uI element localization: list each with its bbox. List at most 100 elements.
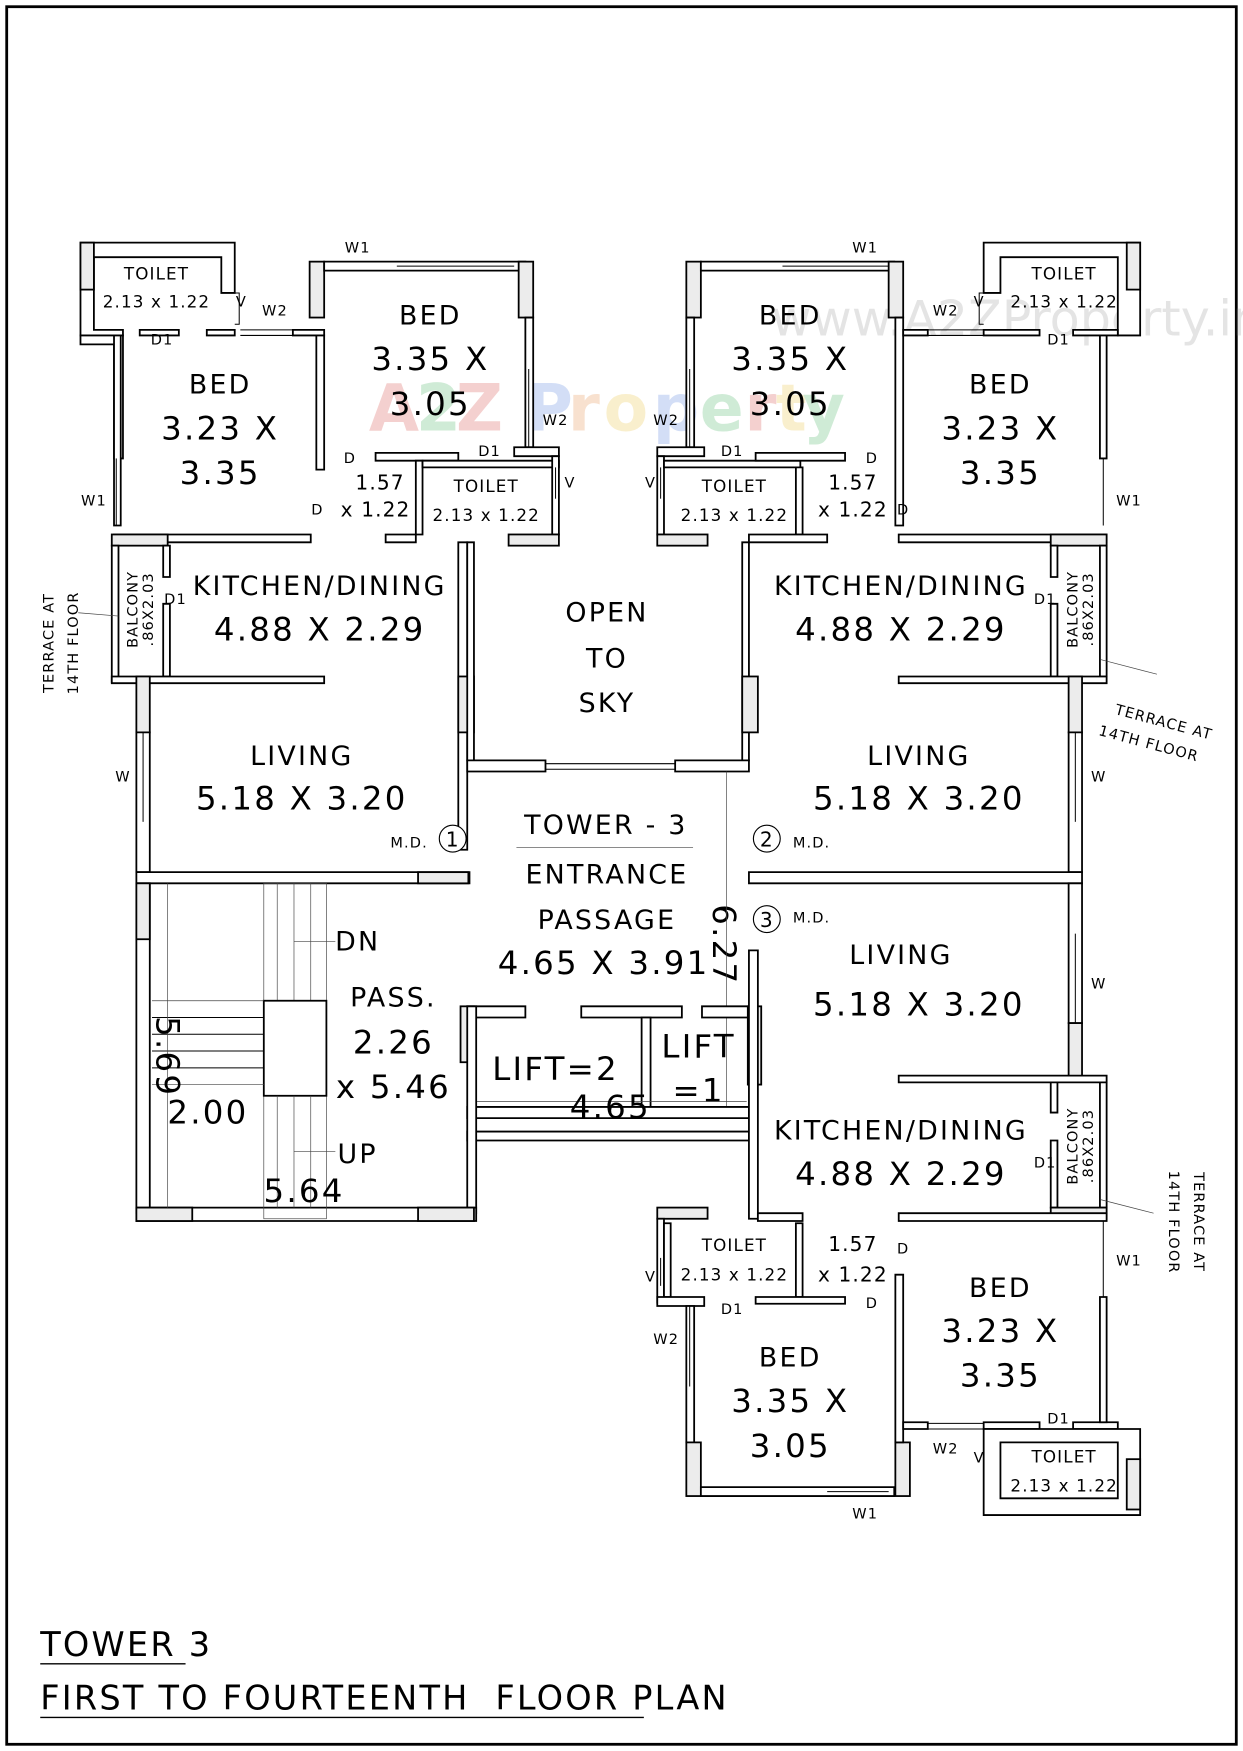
sheet-border xyxy=(5,5,1238,1746)
terrace-note: TERRACE AT xyxy=(1190,1171,1206,1272)
bedroom-label: BED xyxy=(399,300,462,331)
toilet-dims: 2.13 x 1.22 xyxy=(1010,1476,1117,1496)
wash-dims: x 1.22 xyxy=(818,498,888,522)
toilet-label: TOILET xyxy=(1031,1447,1097,1467)
entrance-label: ENTRANCE xyxy=(525,859,688,890)
svg-text:y: y xyxy=(803,371,845,446)
bedroom-label: BED xyxy=(759,300,822,331)
window-label: W2 xyxy=(262,303,288,319)
pass-label: PASS. xyxy=(350,982,437,1013)
window-label: W1 xyxy=(1116,493,1142,509)
main-door-label: M.D. xyxy=(390,836,427,852)
door-label: D1 xyxy=(1034,592,1057,608)
door-label: D1 xyxy=(721,444,744,460)
window-label: W2 xyxy=(653,1332,679,1348)
svg-text:t: t xyxy=(776,371,807,446)
wash-dims: 1.57 xyxy=(355,471,404,495)
tower-title: TOWER 3 xyxy=(39,1625,212,1664)
wash-dims: x 1.22 xyxy=(341,498,411,522)
balcony-dims: .86X2.03 xyxy=(1081,572,1097,646)
window-label: W1 xyxy=(852,241,878,257)
stair-dim: 2.00 xyxy=(167,1094,248,1132)
toilet-label: TOILET xyxy=(701,1235,767,1255)
door-label: D xyxy=(344,451,356,467)
bedroom-dims: 3.35 X xyxy=(371,340,489,378)
window-label: W1 xyxy=(1116,1254,1142,1270)
bedroom-dims: 3.23 X xyxy=(941,1312,1059,1350)
entrance-side-dim: 6.27 xyxy=(705,904,743,985)
open-to-sky-label: SKY xyxy=(579,688,636,719)
entrance-dims: 4.65 X 3.91 xyxy=(498,944,710,982)
open-to-sky-label: OPEN xyxy=(565,598,648,629)
tower-label: TOWER - 3 xyxy=(523,810,688,841)
balcony-label: BALCONY xyxy=(1066,1108,1082,1185)
bedroom-label: BED xyxy=(969,370,1032,401)
balcony-dims: .86X2.03 xyxy=(1081,1109,1097,1183)
bedroom-dims: 3.05 xyxy=(390,385,471,423)
bedroom-dims: 3.35 xyxy=(180,454,261,492)
ventilator-label: V xyxy=(645,1269,656,1285)
door-label: D xyxy=(866,451,878,467)
living-dims: 5.18 X 3.20 xyxy=(813,780,1025,818)
svg-text:o: o xyxy=(604,371,649,446)
lift-1-label: LIFT xyxy=(661,1028,735,1066)
terrace-note: 14TH FLOOR xyxy=(1165,1171,1181,1274)
svg-text:e: e xyxy=(700,371,744,446)
window-label: W1 xyxy=(345,241,371,257)
entrance-label: PASSAGE xyxy=(538,905,677,936)
main-door-label: M.D. xyxy=(793,910,830,926)
stair-down-label: DN xyxy=(335,926,380,957)
bedroom-dims: 3.35 X xyxy=(731,1382,849,1420)
core: OPEN TO SKY TOWER - 3 ENTRANCE PASSAGE 4… xyxy=(135,541,763,1222)
window-label: W2 xyxy=(653,413,679,429)
window-label: W2 xyxy=(933,303,959,319)
kitchen-dims: 4.88 X 2.29 xyxy=(795,611,1007,649)
bedroom-dims: 3.35 xyxy=(960,454,1041,492)
window-label: W1 xyxy=(81,493,107,509)
ventilator-label: V xyxy=(645,476,656,492)
living-label: LIVING xyxy=(849,940,952,971)
bedroom-dims: 3.23 X xyxy=(941,409,1059,447)
terrace-note: TERRACE AT xyxy=(42,593,58,694)
door-label: D1 xyxy=(1047,332,1070,348)
window-label: W xyxy=(1091,770,1106,786)
bedroom-dims: 3.35 X xyxy=(731,340,849,378)
door-label: D1 xyxy=(721,1302,744,1318)
lift-2-label: LIFT=2 xyxy=(492,1050,619,1088)
toilet-dims: 2.13 x 1.22 xyxy=(1010,291,1117,311)
bedroom-label: BED xyxy=(969,1273,1032,1304)
kitchen-dims: 4.88 X 2.29 xyxy=(795,1155,1007,1193)
bedroom-dims: 3.05 xyxy=(750,1427,831,1465)
stair-up-label: UP xyxy=(338,1139,378,1170)
living-label: LIVING xyxy=(867,741,970,772)
pass-dims: x 5.46 xyxy=(336,1068,451,1106)
kitchen-label: KITCHEN/DINING xyxy=(774,1115,1028,1146)
svg-text:r: r xyxy=(568,371,600,446)
balcony-label: BALCONY xyxy=(125,571,141,648)
main-door-number: 1 xyxy=(446,827,460,851)
living-dims: 5.18 X 3.20 xyxy=(813,985,1025,1023)
plan-title: FIRST TO FOURTEENTH FLOOR PLAN xyxy=(40,1679,729,1718)
window-label: W xyxy=(115,770,130,786)
toilet-dims: 2.13 x 1.22 xyxy=(681,1264,788,1284)
bedroom-label: BED xyxy=(759,1342,822,1373)
main-door-number: 2 xyxy=(760,827,774,851)
window-label: W2 xyxy=(543,413,569,429)
window-label: W2 xyxy=(933,1442,959,1458)
watermark-url: www.A2ZProperty.in xyxy=(771,289,1243,347)
door-label: D xyxy=(897,502,909,518)
pass-dims: 2.26 xyxy=(353,1023,434,1061)
toilet-label: TOILET xyxy=(453,476,519,496)
bedroom-label: BED xyxy=(189,370,252,401)
door-label: D1 xyxy=(151,332,174,348)
stair-dim: 5.64 xyxy=(263,1172,344,1210)
terrace-note: 14TH FLOOR xyxy=(66,591,82,694)
flat-3: LIVING 5.18 X 3.20 W 3 M.D. KITCHEN/DINI… xyxy=(645,882,1206,1522)
toilet-label: TOILET xyxy=(123,264,189,284)
toilet-label: TOILET xyxy=(1031,264,1097,284)
living-dims: 5.18 X 3.20 xyxy=(196,780,408,818)
door-label: D xyxy=(311,502,323,518)
wash-dims: 1.57 xyxy=(828,1232,877,1256)
bedroom-dims: 3.23 X xyxy=(161,409,279,447)
